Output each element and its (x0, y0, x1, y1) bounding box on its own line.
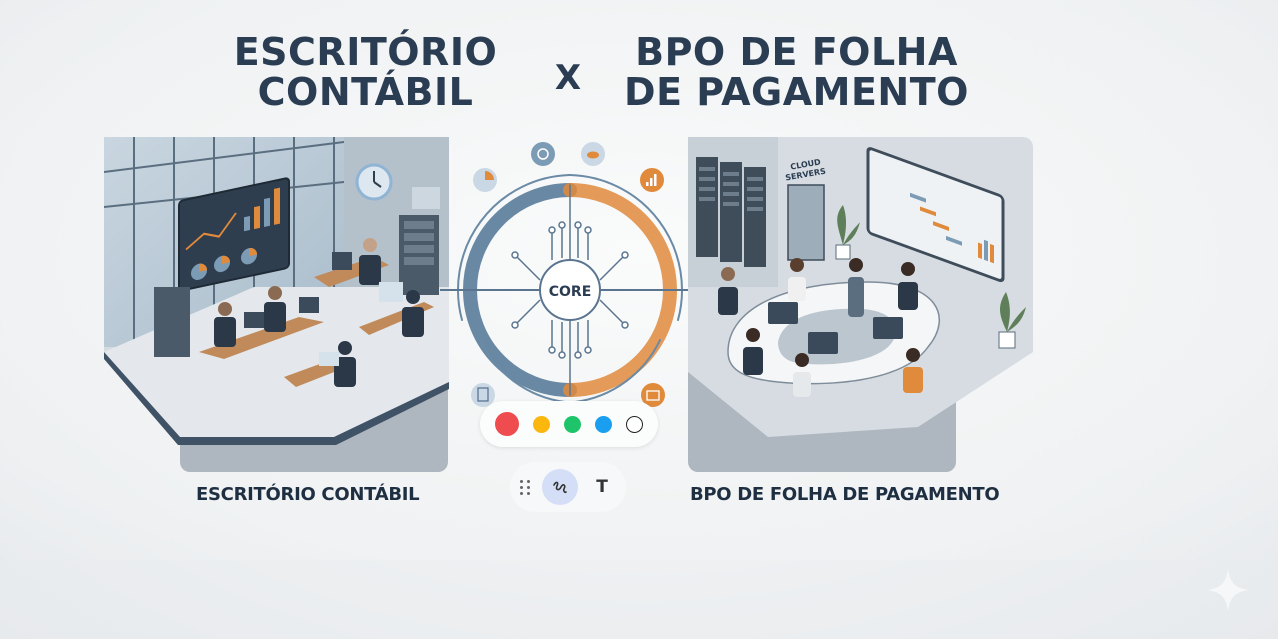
squiggle-pen-icon (553, 481, 567, 494)
core-label: CORE (549, 284, 592, 300)
right-title: BPO DE FOLHA DE PAGAMENTO (624, 32, 969, 112)
color-swatch-red[interactable] (495, 412, 519, 436)
color-palette (480, 401, 658, 447)
color-swatch-yellow[interactable] (533, 415, 550, 433)
left-caption: ESCRITÓRIO CONTÁBIL (196, 484, 420, 505)
drag-handle-icon[interactable] (520, 478, 534, 496)
accounting-office-illustration (104, 137, 449, 472)
sparkle-icon (1205, 567, 1251, 613)
right-title-line2: DE PAGAMENTO (624, 70, 969, 114)
plant-icon (835, 205, 860, 260)
bpo-payroll-illustration: CLOUD SERVERS (688, 137, 1033, 472)
left-title-line1: ESCRITÓRIO (233, 30, 498, 74)
pie-chart-icon (473, 168, 497, 192)
color-swatch-white[interactable] (626, 415, 643, 433)
versus-label: X (554, 58, 582, 98)
text-tool-button[interactable]: T (596, 477, 608, 497)
draw-tool-button[interactable] (542, 469, 578, 505)
left-title: ESCRITÓRIO CONTÁBIL (228, 32, 503, 112)
color-swatch-blue[interactable] (595, 415, 612, 433)
bar-chart-icon (640, 168, 664, 192)
core-integration-diagram: CORE (439, 140, 700, 410)
annotation-toolbar: T (510, 462, 626, 512)
color-swatch-green[interactable] (564, 415, 581, 433)
document-icon (471, 383, 495, 407)
gear-icon (531, 142, 555, 166)
right-title-line1: BPO DE FOLHA (635, 30, 958, 74)
folder-icon (641, 383, 665, 407)
plant-icon (998, 292, 1026, 349)
right-caption: BPO DE FOLHA DE PAGAMENTO (690, 484, 1000, 505)
left-title-line2: CONTÁBIL (257, 70, 474, 114)
cloud-icon (581, 142, 605, 166)
